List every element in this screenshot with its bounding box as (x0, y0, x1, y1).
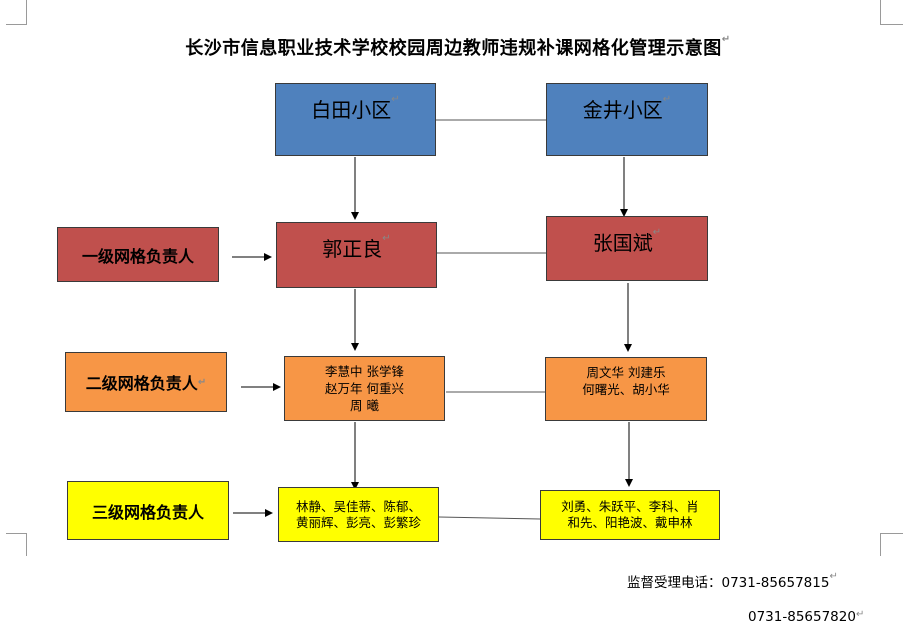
level2-label: 二级网格负责人 (85, 374, 198, 393)
hotline-phone-2: 0731-85657820 (748, 609, 856, 625)
diagram-title: 长沙市信息职业技术学校校园周边教师违规补课网格化管理示意图↵ (185, 34, 731, 59)
level2-left-line-3: 周 曦 (350, 398, 379, 413)
level2-box-left: 李慧中 张学锋 赵万年 何重兴 周 曦 (284, 356, 445, 421)
crop-mark-bottom-left (6, 533, 27, 556)
level3-box-right: 刘勇、朱跃平、李科、肖 和先、阳艳波、戴申林 (540, 490, 720, 540)
level1-name-right: 张国斌 (592, 231, 653, 255)
crop-mark-bottom-right (880, 533, 903, 556)
community-label-baitian: 白田小区 (311, 98, 392, 122)
level1-box-left: 郭正良↵ (276, 222, 437, 288)
level3-right-line-1: 刘勇、朱跃平、李科、肖 (561, 499, 699, 514)
level3-label-box: 三级网格负责人 (67, 481, 229, 540)
hotline-label: 监督受理电话： (627, 575, 722, 591)
connector-level3 (438, 516, 541, 520)
hotline-phone-1: 0731-85657815 (721, 575, 830, 591)
level2-right-line-2: 何曙光、胡小华 (582, 382, 670, 397)
level3-right-line-2: 和先、阳艳波、戴申林 (567, 515, 693, 530)
level1-label-box: 一级网格负责人 (57, 227, 219, 282)
level3-label: 三级网格负责人 (91, 502, 204, 522)
level3-left-line-2: 黄丽辉、彭亮、彭繁珍 (295, 514, 421, 530)
level1-box-right: 张国斌↵ (546, 216, 708, 281)
level2-label-box: 二级网格负责人↵ (65, 352, 227, 412)
level2-left-line-1: 李慧中 张学锋 (325, 364, 404, 379)
community-box-baitian: 白田小区↵ (275, 83, 436, 156)
crop-mark-top-right (880, 0, 903, 25)
hotline-row-2: 0731-85657820↵ (748, 609, 865, 625)
level2-left-line-2: 赵万年 何重兴 (325, 381, 404, 396)
level1-name-left: 郭正良 (322, 237, 383, 261)
community-box-jinjing: 金井小区↵ (546, 83, 708, 156)
hotline-row: 监督受理电话：0731-85657815↵ (627, 571, 838, 591)
level2-right-line-1: 周文华 刘建乐 (586, 365, 666, 380)
level3-box-left: 林静、吴佳蒂、陈郁、 黄丽辉、彭亮、彭繁珍 (278, 487, 439, 542)
level3-left-line-1: 林静、吴佳蒂、陈郁、 (295, 498, 421, 514)
level2-box-right: 周文华 刘建乐 何曙光、胡小华 (545, 357, 707, 421)
crop-mark-top-left (6, 0, 27, 25)
level1-label: 一级网格负责人 (81, 246, 194, 266)
community-label-jinjing: 金井小区 (582, 98, 663, 122)
